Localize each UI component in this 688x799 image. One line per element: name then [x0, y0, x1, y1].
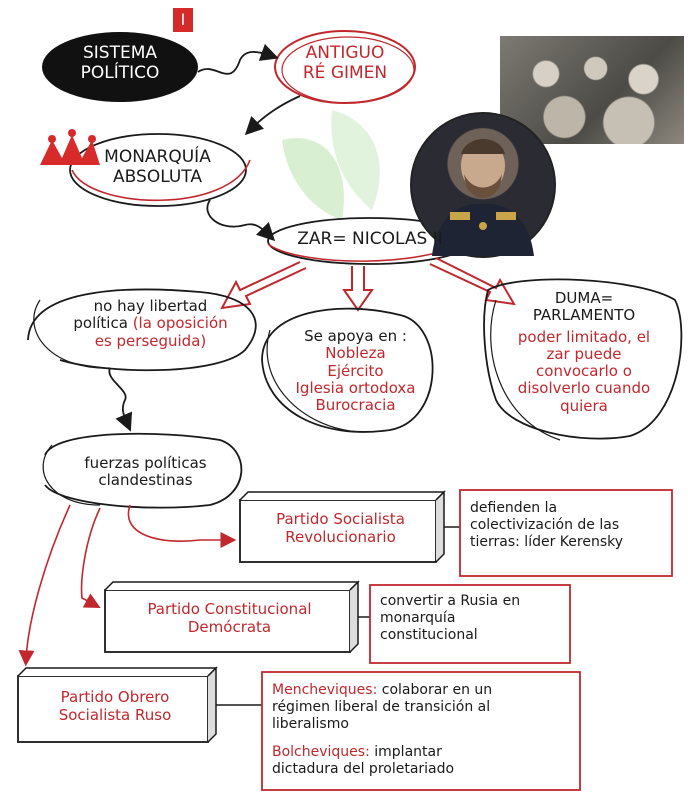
fuerzas-line-2: clandestinas [98, 471, 193, 490]
section-badge: I [173, 8, 193, 32]
fuerzas-line-1: fuerzas políticas [84, 454, 207, 472]
apoyos-shape [261, 307, 434, 433]
duma-detail-3: convocarlo o [536, 362, 632, 380]
duma-detail-4: disolverlo cuando [517, 379, 651, 398]
badge-label: I [180, 10, 186, 29]
party-box-2 [104, 580, 360, 653]
tsar-portrait [410, 112, 556, 258]
party-3-name-line-2: Socialista Ruso [58, 706, 172, 724]
duma-detail-5: quiera [560, 396, 608, 415]
duma-shape [483, 278, 683, 440]
node-apoyos: Se apoya en : Nobleza Ejército Iglesia o… [278, 327, 433, 414]
tsar-portrait-figure [432, 139, 534, 256]
monarquia-absoluta-shape [69, 133, 247, 207]
party-2-name-line-1: Partido Constitucional [147, 600, 312, 618]
bolcheviques-label: Bolcheviques: [272, 744, 370, 761]
no-libertad-line-3: es perseguida) [94, 331, 207, 350]
party-1-name: Partido Socialista Revolucionario [248, 510, 433, 546]
party-3-name-line-1: Partido Obrero [60, 688, 170, 706]
node-monarquia-absoluta: MONARQUÍA ABSOLUTA [85, 147, 230, 187]
node-fuerzas: fuerzas políticas clandestinas [58, 454, 233, 490]
party-2-name: Partido Constitucional Demócrata [112, 600, 347, 636]
mencheviques-label: Mencheviques: [272, 682, 378, 698]
antiguo-line-1: ANTIGUO [305, 43, 385, 63]
duma-heading-1: DUMA= [554, 289, 614, 307]
sistema-politico-shape [42, 32, 198, 102]
sistema-line-2: POLÍTICO [80, 62, 160, 83]
node-zar: ZAR= NICOLAS II [280, 229, 460, 250]
no-libertad-line-2-red: (la oposición [132, 314, 228, 333]
monarquia-line-2: ABSOLUTA [113, 166, 202, 187]
apoyo-item: Nobleza [325, 344, 386, 363]
party-1-name-line-1: Partido Socialista [276, 510, 405, 528]
no-libertad-line-1: no hay libertad [93, 297, 208, 315]
apoyo-item: Ejército [327, 361, 384, 380]
apoyos-heading: Se apoya en : [304, 327, 407, 345]
apoyo-item: Burocracia [315, 396, 396, 414]
leaf-decoration [282, 110, 380, 220]
node-antiguo-regimen: ANTIGUO RÉ GIMEN [285, 43, 405, 83]
party-2-desc: convertir a Rusia en monarquía constituc… [380, 593, 570, 643]
family-photo [500, 36, 684, 144]
apoyo-item: Iglesia ortodoxa [295, 378, 416, 397]
node-no-libertad: no hay libertad política (la oposición e… [58, 297, 243, 350]
party-3-desc: Mencheviques: colaborar en un régimen li… [272, 682, 577, 778]
party-box-3 [17, 666, 218, 743]
party-1-name-line-2: Revolucionario [285, 528, 396, 546]
desc-box-3 [261, 671, 581, 791]
party-box-1 [239, 490, 446, 563]
mencheviques-text-3: liberalismo [272, 715, 349, 732]
fuerzas-shape [44, 432, 243, 509]
monarquia-line-1: MONARQUÍA [104, 147, 211, 167]
party-1-desc: defienden la colectivización de las tier… [470, 500, 670, 550]
bolcheviques-text-2: dictadura del proletariado [272, 761, 455, 778]
party-1-desc-line-3: tierras: líder Kerensky [470, 533, 624, 550]
party-2-name-line-2: Demócrata [187, 618, 272, 636]
party-1-desc-line-2: colectivización de las [470, 516, 620, 533]
duma-heading-2: PARLAMENTO [532, 306, 636, 325]
party-1-desc-line-1: defienden la [470, 500, 558, 516]
sistema-line-1: SISTEMA [82, 43, 158, 63]
mencheviques-text-2: régimen liberal de transición al [272, 698, 491, 715]
party-2-desc-line-2: monarquía [380, 609, 456, 626]
crown-icon [40, 129, 100, 165]
party-3-name: Partido Obrero Socialista Ruso [25, 688, 205, 724]
antiguo-line-2: RÉ GIMEN [302, 62, 388, 83]
duma-detail-2: zar puede [546, 344, 622, 363]
party-2-desc-line-1: convertir a Rusia en [380, 593, 521, 609]
mencheviques-text-1: colaborar en un [377, 682, 493, 698]
bolcheviques-text-1: implantar [369, 744, 442, 761]
zar-label: ZAR= NICOLAS II [297, 229, 443, 249]
no-libertad-shape [27, 288, 257, 372]
duma-detail-1: poder limitado, el [517, 327, 651, 346]
node-duma: DUMA= PARLAMENTO poder limitado, el zar … [494, 289, 674, 415]
party-2-desc-line-3: constitucional [380, 626, 478, 643]
no-libertad-line-2: política [73, 314, 128, 333]
desc-box-2 [369, 584, 571, 664]
desc-box-1 [459, 489, 673, 577]
node-sistema-politico: SISTEMA POLÍTICO [58, 43, 182, 83]
